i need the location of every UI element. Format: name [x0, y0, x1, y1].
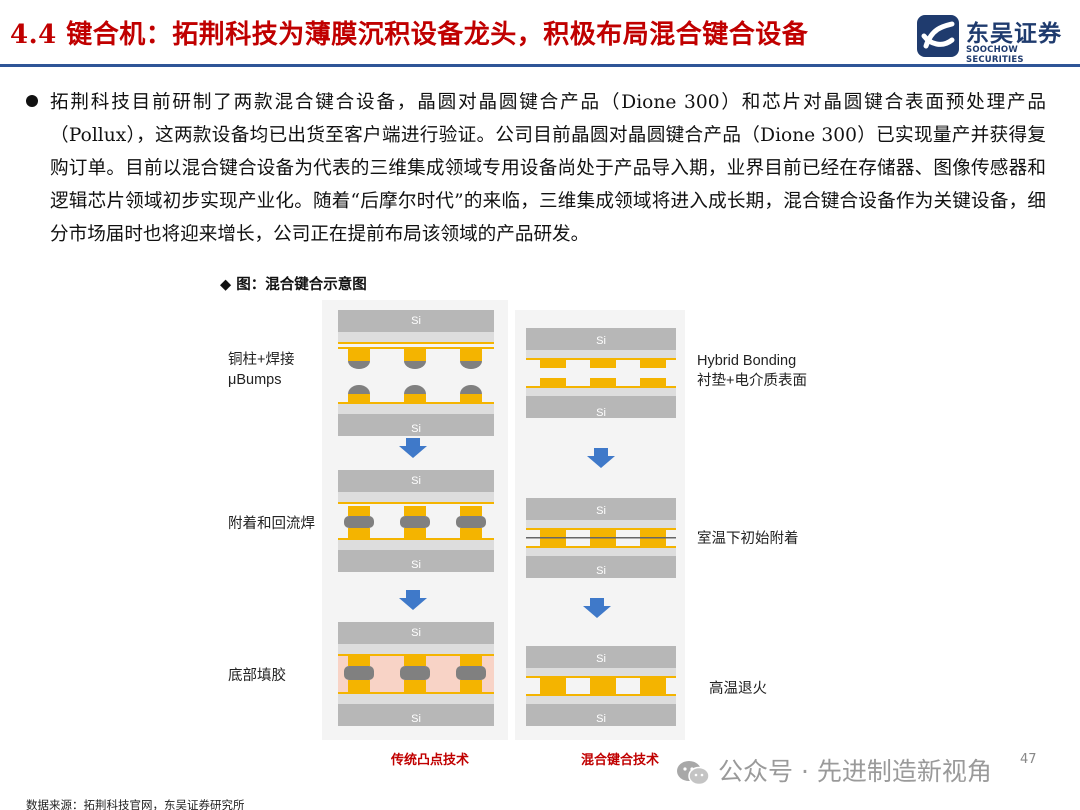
arrow-down-icon: [399, 590, 427, 610]
logo-english-name: SOOCHOW SECURITIES: [966, 45, 1024, 65]
right-step3-label: 高温退火: [709, 680, 767, 697]
body-paragraph: 拓荆科技目前研制了两款混合键合设备，晶圆对晶圆键合产品（Dione 300）和芯…: [50, 92, 1046, 245]
hybrid-bonding-diagram: Si Si 铜柱+焊接 μBumps Si Si 附着和回流焊: [228, 300, 807, 767]
left-step1-label-a: 铜柱+焊接: [228, 351, 294, 368]
si-label: Si: [411, 423, 421, 435]
si-label: Si: [411, 475, 421, 487]
si-label: Si: [596, 565, 606, 577]
bullet-icon: [26, 95, 38, 107]
si-label: Si: [411, 315, 421, 327]
si-label: Si: [596, 505, 606, 517]
arrow-down-icon: [583, 598, 611, 618]
slide-header: 4.4 键合机：拓荆科技为薄膜沉积设备龙头，积极布局混合键合设备 东吴证券 SO…: [0, 0, 1080, 67]
wechat-icon: [677, 761, 710, 786]
left-step3-label: 底部填胶: [228, 667, 286, 684]
left-step3-stack: Si Si: [338, 622, 494, 726]
logo-chinese-name: 东吴证券: [966, 21, 1062, 47]
right-step1-label-b: 衬垫+电介质表面: [697, 372, 807, 389]
left-step2-label: 附着和回流焊: [228, 515, 315, 532]
right-step1-stack: Si Si: [526, 328, 676, 419]
right-column-title: 混合键合技术: [581, 752, 659, 767]
right-step3-stack: Si Si: [526, 646, 676, 726]
watermark: 公众号 · 先进制造新视角: [676, 752, 992, 786]
right-step2-stack: Si Si: [526, 498, 676, 578]
company-logo: 东吴证券 SOOCHOW SECURITIES: [916, 14, 1076, 65]
figure-caption: ◆ 图：混合键合示意图: [220, 277, 367, 293]
left-step1-stack: Si Si: [338, 310, 494, 436]
left-step1-label-b: μBumps: [228, 372, 281, 388]
slide-title: 4.4 键合机：拓荆科技为薄膜沉积设备龙头，积极布局混合键合设备: [10, 20, 809, 50]
left-column-title: 传统凸点技术: [390, 752, 469, 767]
arrow-down-icon: [587, 448, 615, 468]
arrow-down-icon: [399, 438, 427, 458]
header-divider: [0, 64, 1080, 67]
page-number: 47: [1020, 752, 1037, 767]
left-step2-stack: Si Si: [338, 470, 494, 572]
right-step1-label-a: Hybrid Bonding: [697, 353, 796, 369]
watermark-text: 公众号 · 先进制造新视角: [718, 757, 992, 786]
si-label: Si: [596, 407, 606, 419]
si-label: Si: [596, 713, 606, 725]
si-label: Si: [411, 627, 421, 639]
soochow-logo-icon: [917, 15, 959, 57]
si-label: Si: [411, 559, 421, 571]
si-label: Si: [411, 713, 421, 725]
si-label: Si: [596, 335, 606, 347]
right-step2-label: 室温下初始附着: [697, 530, 799, 547]
si-label: Si: [596, 653, 606, 665]
data-source-note: 数据来源：拓荆科技官网，东吴证券研究所: [26, 798, 245, 810]
